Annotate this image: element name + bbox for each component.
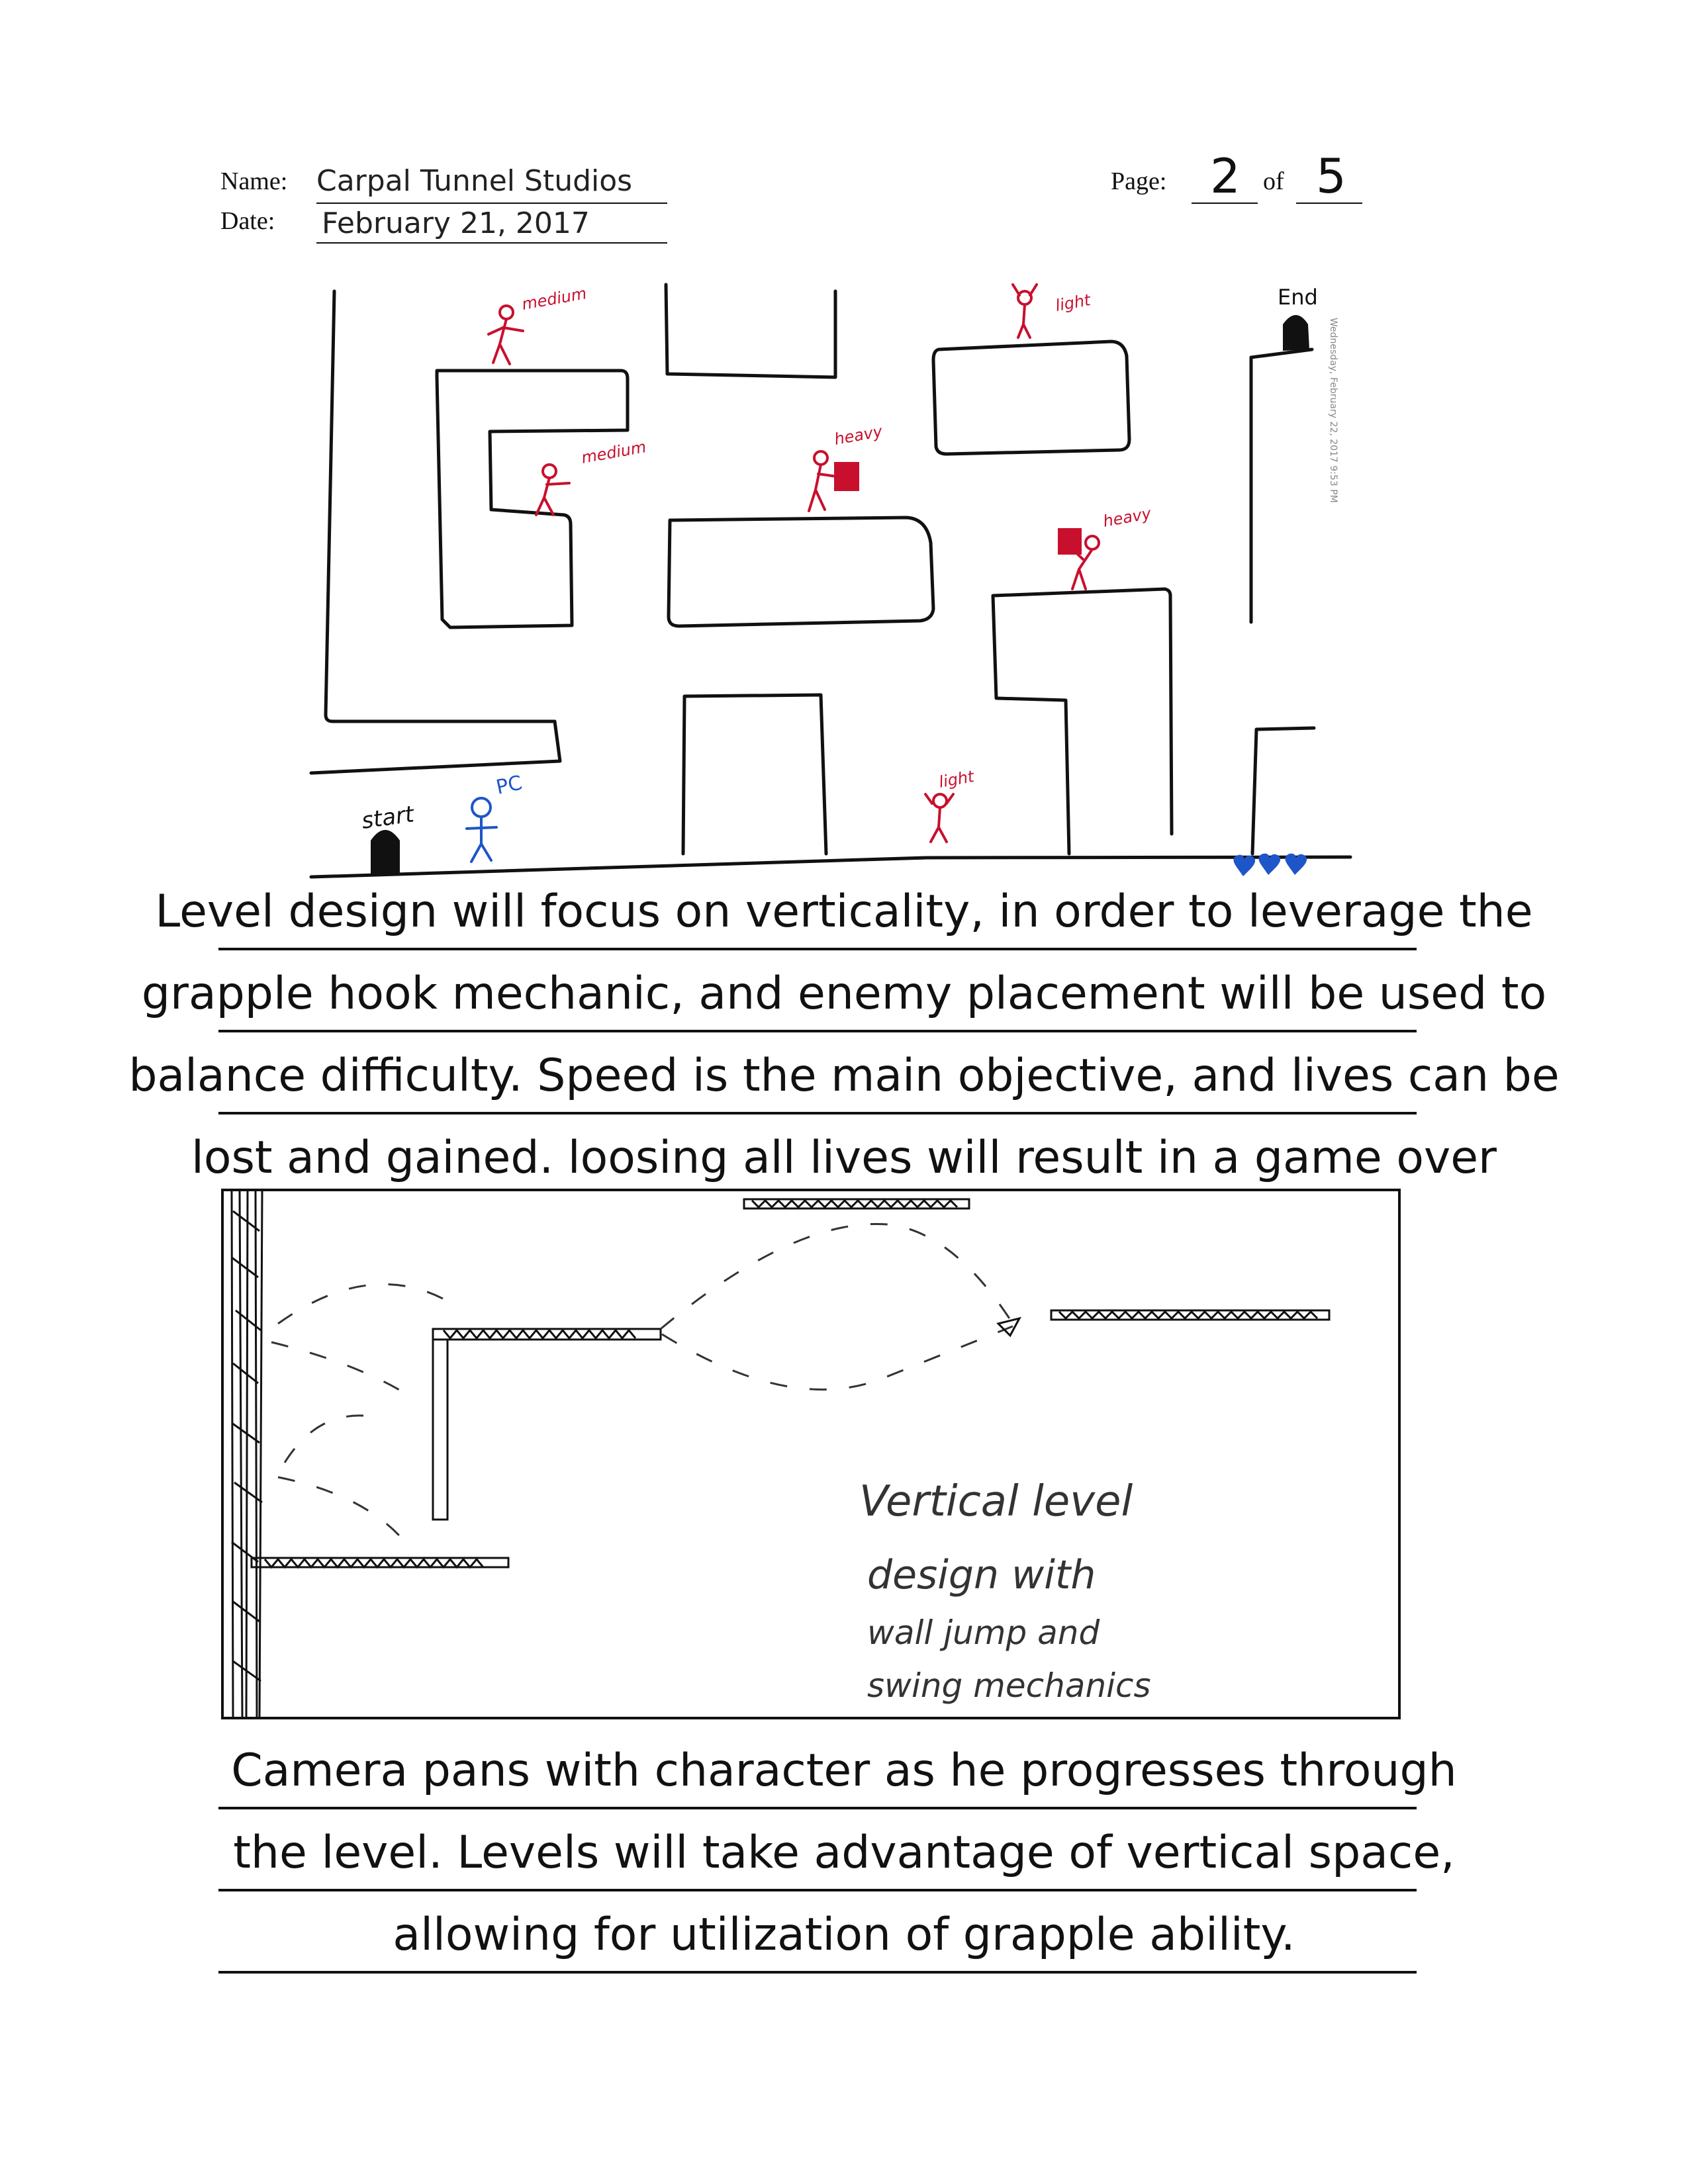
paragraph1-rule-3 — [218, 1112, 1417, 1115]
top-u-outline — [666, 285, 835, 377]
right-ledge — [1051, 1310, 1329, 1320]
paragraph2-line-1: Camera pans with character as he progres… — [0, 1745, 1688, 1797]
paragraph1-rule-2 — [218, 1030, 1417, 1032]
enemy-label-1: medium — [520, 284, 588, 314]
lower-left-ledge — [252, 1558, 508, 1567]
paragraph2-line-3: allowing for utilization of grapple abil… — [0, 1909, 1688, 1961]
enemy-label-6: light — [937, 767, 976, 792]
paragraph1-rule-1 — [218, 948, 1417, 950]
enemy-heavy-right — [1059, 529, 1099, 589]
paragraph2-rule-2 — [218, 1889, 1417, 1891]
top-ledge — [744, 1199, 969, 1208]
jump-trajectories — [271, 1224, 1013, 1549]
note-line-2: design with — [867, 1552, 1096, 1598]
end-label: End — [1278, 285, 1318, 310]
enemy-label-2: medium — [580, 437, 647, 467]
paragraph1-line-1: Level design will focus on verticality, … — [0, 886, 1688, 938]
enemy-medium-top — [489, 306, 523, 364]
middle-pillar — [433, 1340, 447, 1520]
paragraph2-line-2: the level. Levels will take advantage of… — [0, 1827, 1688, 1879]
paragraph1-line-4: lost and gained. loosing all lives will … — [0, 1132, 1688, 1184]
start-door — [371, 830, 400, 875]
start-label: start — [360, 801, 417, 835]
paragraph2-rule-3 — [218, 1971, 1417, 1974]
player-character — [467, 798, 496, 862]
left-wall-outline — [311, 291, 560, 773]
enemy-medium-mid — [536, 465, 569, 515]
note-line-3: wall jump and — [867, 1614, 1100, 1652]
pc-label: PC — [494, 771, 524, 799]
far-right-column — [1251, 349, 1312, 622]
note-line-4: swing mechanics — [867, 1666, 1151, 1705]
enemy-label-4: light — [1054, 291, 1093, 315]
s-platform-outline — [437, 371, 628, 627]
lower-rectangle — [683, 695, 826, 854]
level-map-sketch: medium medium heavy light heavy light st… — [0, 0, 1688, 900]
paragraph2-rule-1 — [218, 1807, 1417, 1809]
enemy-heavy-mid — [809, 451, 858, 511]
end-door — [1283, 315, 1309, 351]
right-column-outline — [993, 589, 1172, 854]
top-right-platform — [933, 341, 1129, 454]
enemy-light-low — [925, 794, 953, 842]
middle-ledge — [433, 1329, 661, 1340]
note-line-1: Vertical level — [859, 1477, 1133, 1526]
enemy-light-top — [1013, 285, 1037, 338]
far-right-lower — [1252, 728, 1314, 854]
paragraph1-line-3: balance difficulty. Speed is the main ob… — [0, 1050, 1688, 1102]
grapple-hook-marker — [998, 1318, 1019, 1336]
middle-platform — [669, 518, 933, 626]
sketch2-frame — [222, 1190, 1399, 1718]
ground-line — [311, 857, 1350, 877]
enemy-label-3: heavy — [833, 422, 884, 449]
paragraph1-line-2: grapple hook mechanic, and enemy placeme… — [0, 968, 1688, 1020]
sketch-timestamp: Wednesday, February 22, 2017 9:53 PM — [1328, 318, 1338, 503]
left-wall-scribble — [232, 1191, 262, 1718]
enemy-label-5: heavy — [1102, 504, 1153, 531]
